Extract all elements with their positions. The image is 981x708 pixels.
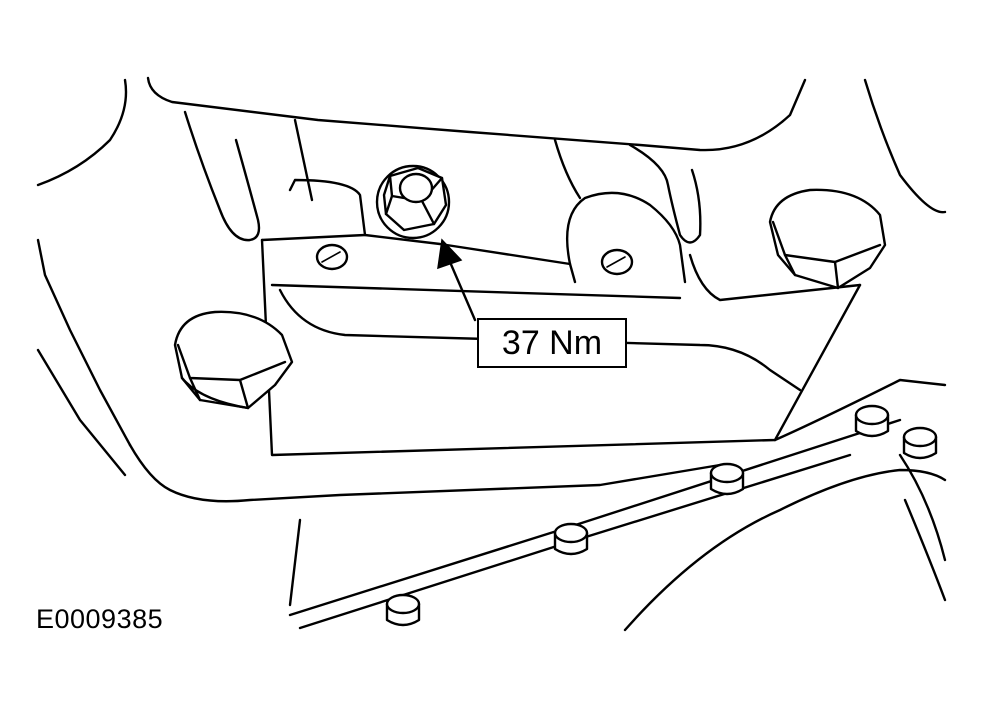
callout-arrow — [437, 238, 477, 322]
lower-casting — [128, 378, 947, 632]
hex-bolt-left — [173, 310, 294, 410]
flange-bolt — [902, 426, 938, 460]
flange-bolt — [854, 404, 890, 438]
hex-bolt-right — [768, 188, 887, 290]
flange-bolt — [709, 462, 745, 496]
torque-value: 37 Nm — [501, 323, 603, 362]
figure-reference-code: E0009385 — [36, 604, 164, 634]
torqued-nut — [375, 164, 451, 240]
flange-bolt — [553, 522, 589, 556]
upper-casting — [36, 76, 947, 477]
flange-bolts — [385, 404, 938, 627]
torque-callout: 37 Nm — [477, 318, 627, 368]
flange-bolt — [385, 593, 421, 627]
